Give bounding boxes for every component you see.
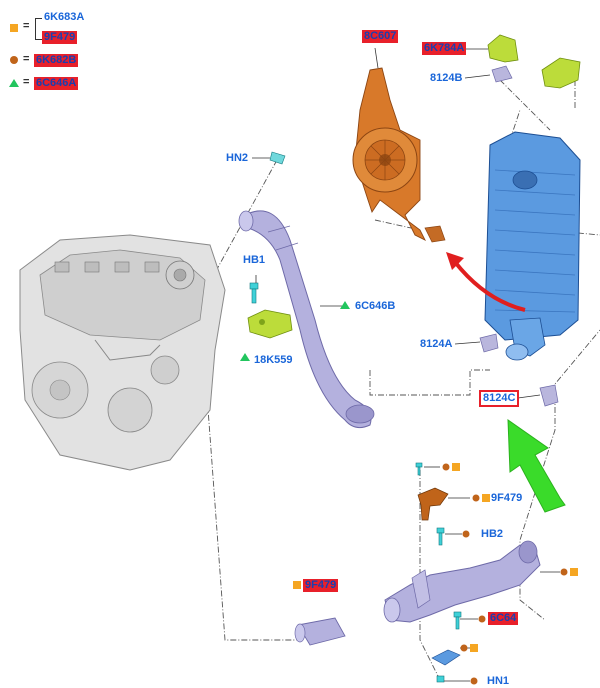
- label-6k784a: 6K784A: [422, 42, 467, 55]
- label-8c607: 8C607: [362, 30, 399, 43]
- legend-bracket: [35, 18, 42, 40]
- green-pointer-arrow: [507, 419, 566, 513]
- bolts-lower: [415, 462, 462, 683]
- label-8124a: 8124A: [420, 338, 453, 350]
- lower-intake-pipe: [383, 540, 541, 623]
- label-hb1: HB1: [243, 254, 266, 266]
- legend-equals-3: =: [23, 76, 30, 88]
- label-hn1: HN1: [487, 675, 510, 687]
- legend-triangle-marker: [9, 79, 19, 87]
- legend-label-6c646a: 6C646A: [34, 77, 79, 90]
- upper-intake-hose: [238, 210, 375, 429]
- legend-equals-1: =: [23, 20, 30, 32]
- callout-markers: [240, 301, 578, 685]
- connector-pipe-left: [294, 617, 346, 646]
- label-6c64-sensor: 6C64: [488, 612, 519, 625]
- legend-label-6k683a: 6K683A: [44, 11, 85, 23]
- hose-bracket-18k559: [247, 309, 293, 339]
- clip-hn2: [269, 151, 286, 165]
- intercooler: [484, 131, 581, 361]
- label-6c646b: 6C646B: [355, 300, 396, 312]
- bracket-6k784a: [487, 34, 519, 83]
- legend-label-6k682b: 6K682B: [34, 54, 79, 67]
- mount-8124c: [539, 384, 559, 407]
- label-9f479-pipe: 9F479: [303, 579, 339, 592]
- label-hb2: HB2: [481, 528, 504, 540]
- label-9f479-sensor: 9F479: [491, 492, 523, 504]
- bolt-hb1: [249, 282, 259, 304]
- label-8124b: 8124B: [430, 72, 463, 84]
- sensor-9f479: [417, 487, 449, 521]
- label-8124c: 8124C: [479, 390, 520, 407]
- bracket-right: [541, 57, 581, 89]
- mount-8124a: [479, 333, 499, 353]
- red-flow-arrow: [446, 252, 526, 312]
- legend-circle-marker: [10, 56, 18, 64]
- label-18k559: 18K559: [254, 354, 293, 366]
- callout-leaders: [252, 47, 560, 682]
- fan-shroud-8c607: [352, 67, 446, 243]
- legend-label-9f479: 9F479: [42, 31, 78, 44]
- engine-block: [19, 234, 226, 471]
- legend-equals-2: =: [23, 53, 30, 65]
- legend-square-marker: [10, 24, 18, 32]
- label-hn2: HN2: [226, 152, 249, 164]
